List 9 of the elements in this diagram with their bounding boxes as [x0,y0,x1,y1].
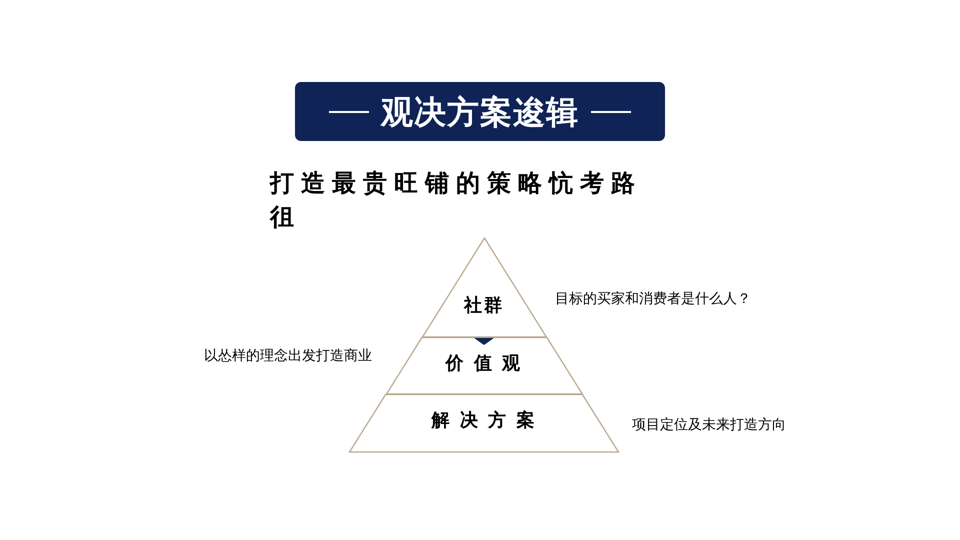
side-note: 项目定位及未来打造方向 [632,416,786,435]
side-note: 以怂样的理念出发打造商业 [204,347,372,366]
tier-label: 社群 [464,294,504,318]
tier-label: 价 值 观 [446,352,522,376]
title: 观决方案逡辑 [381,92,579,132]
side-note: 目标的买家和消费者是什么人？ [555,290,751,309]
subtitle: 打造最贵旺铺的策略忼考路徂 [270,168,643,233]
arrow [474,338,494,345]
tier-label: 解 决 方 案 [432,409,536,433]
